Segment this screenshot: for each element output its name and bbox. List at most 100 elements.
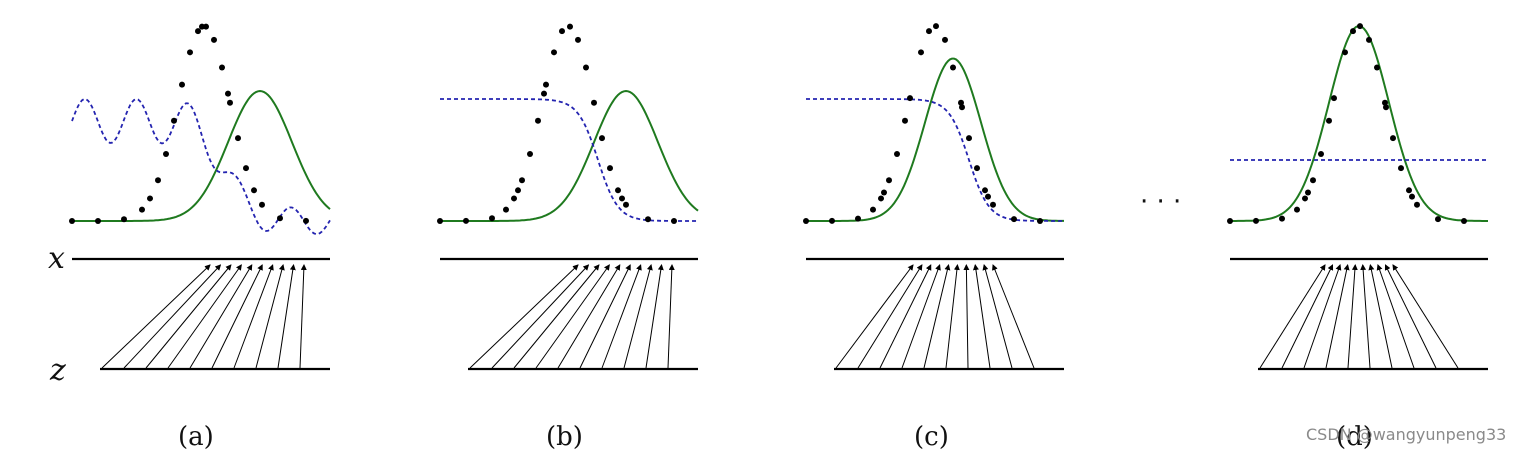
mapping-arrow xyxy=(557,264,621,369)
panel-d xyxy=(1227,23,1488,371)
data-dot xyxy=(933,23,939,30)
data-dot xyxy=(902,117,908,124)
data-dot xyxy=(1279,215,1285,222)
data-dot xyxy=(575,36,581,43)
generator-density-curve xyxy=(806,57,1064,222)
data-dot xyxy=(950,64,956,71)
data-dot xyxy=(1350,28,1356,35)
data-dot xyxy=(1357,23,1363,30)
data-dot xyxy=(958,99,964,106)
data-dot xyxy=(69,217,75,224)
data-dot xyxy=(235,135,241,142)
data-dot xyxy=(187,49,193,56)
data-dot xyxy=(623,201,629,208)
mapping-arrow xyxy=(211,264,263,369)
data-dot xyxy=(1383,104,1389,111)
data-dot xyxy=(583,64,589,71)
data-dot xyxy=(1305,189,1311,196)
mapping-arrow xyxy=(901,264,941,369)
data-dot xyxy=(243,165,249,172)
data-dot xyxy=(615,187,621,194)
mapping-arrow xyxy=(579,264,631,369)
mapping-arrow xyxy=(992,264,1035,369)
data-dot xyxy=(147,195,153,202)
data-dot xyxy=(1461,217,1467,224)
mapping-arrow xyxy=(277,264,296,369)
mapping-arrow xyxy=(982,264,1013,369)
data-dot xyxy=(881,189,887,196)
mapping-arrow xyxy=(1376,264,1415,369)
discriminator-curve xyxy=(71,98,331,236)
mapping-arrow xyxy=(167,264,242,369)
discriminator-curve xyxy=(806,98,1064,222)
data-dot xyxy=(121,216,127,223)
data-dot xyxy=(1409,193,1415,200)
data-dot xyxy=(855,215,861,222)
data-dot xyxy=(567,23,573,30)
data-dot xyxy=(195,28,201,35)
data-dot xyxy=(607,165,613,172)
data-dot xyxy=(559,28,565,35)
panel-a xyxy=(69,23,331,371)
data-dot xyxy=(225,90,231,97)
data-dot xyxy=(619,195,625,202)
data-dot xyxy=(463,217,469,224)
mapping-arrow xyxy=(1303,264,1342,369)
data-dot xyxy=(527,150,533,157)
data-dot xyxy=(489,215,495,222)
data-dot xyxy=(966,135,972,142)
mapping-arrow xyxy=(623,264,653,369)
data-dot xyxy=(803,217,809,224)
data-dot xyxy=(1435,216,1441,223)
data-dot xyxy=(541,90,547,97)
mapping-arrow xyxy=(233,264,274,369)
mapping-arrow xyxy=(601,264,642,369)
data-dot xyxy=(645,216,651,223)
data-dot xyxy=(974,165,980,172)
mapping-arrow xyxy=(963,264,970,369)
data-dot xyxy=(671,217,677,224)
data-dot xyxy=(203,23,209,30)
data-dot xyxy=(959,104,965,111)
data-dot xyxy=(543,81,549,88)
data-dot xyxy=(878,195,884,202)
mapping-arrow xyxy=(513,264,600,369)
data-dot xyxy=(926,28,932,35)
watermark: CSDN @wangyunpeng33 xyxy=(1306,425,1506,444)
data-dot xyxy=(1326,117,1332,124)
mapping-arrow xyxy=(1259,264,1326,369)
data-dot xyxy=(985,193,991,200)
data-dot xyxy=(591,99,597,106)
data-dot xyxy=(437,217,443,224)
mapping-arrow xyxy=(1360,264,1371,369)
ellipsis: · · · xyxy=(1140,187,1181,217)
data-dot xyxy=(227,99,233,106)
data-dot xyxy=(503,206,509,213)
data-dot xyxy=(1374,64,1380,71)
data-dot xyxy=(511,195,517,202)
data-dot xyxy=(1398,165,1404,172)
data-dot xyxy=(907,95,913,102)
mapping-arrow xyxy=(1325,264,1350,369)
caption-b: (b) xyxy=(546,422,583,452)
data-dot xyxy=(829,217,835,224)
mapping-arrow xyxy=(123,264,222,369)
data-dot xyxy=(303,217,309,224)
mapping-arrow xyxy=(299,264,307,369)
mapping-arrow xyxy=(945,264,960,369)
data-dot xyxy=(1342,49,1348,56)
mapping-arrow xyxy=(835,264,914,369)
data-dot xyxy=(1253,217,1259,224)
mapping-arrow xyxy=(1281,264,1334,369)
mapping-arrow xyxy=(879,264,932,369)
data-dot xyxy=(1414,201,1420,208)
x-axis-label: x xyxy=(48,241,65,276)
data-dot xyxy=(1406,187,1412,194)
generator-density-curve xyxy=(440,89,699,222)
discriminator-curve xyxy=(440,98,698,222)
mapping-arrow xyxy=(923,264,951,369)
data-dot xyxy=(95,217,101,224)
data-dot xyxy=(1037,217,1043,224)
mapping-arrow xyxy=(667,264,675,369)
